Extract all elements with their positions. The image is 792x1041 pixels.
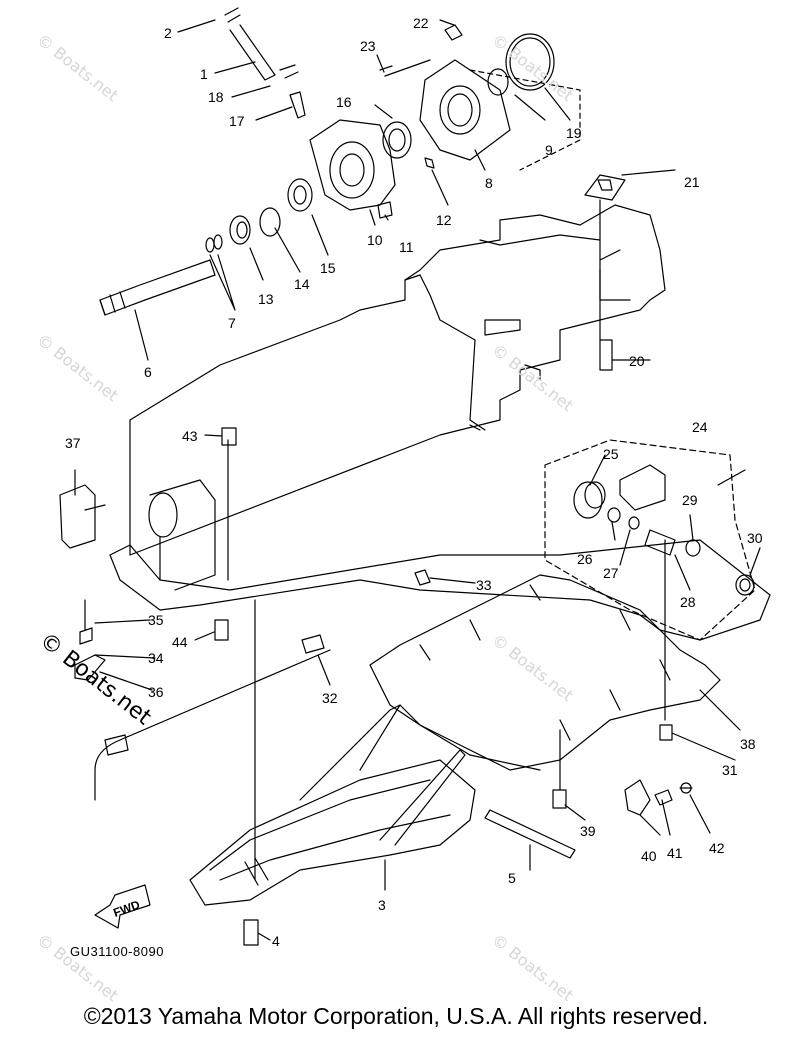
drive-shaft [99, 259, 216, 316]
callout-38: 38 [740, 736, 756, 752]
callout-18: 18 [208, 89, 224, 105]
callout-21: 21 [684, 174, 700, 190]
fwd-label: FWD [111, 897, 142, 920]
callout-29: 29 [682, 492, 698, 508]
callout-24: 24 [692, 419, 708, 435]
callout-33: 33 [476, 577, 492, 593]
jet-housing-outline [129, 204, 666, 556]
callout-43: 43 [182, 428, 198, 444]
callout-25: 25 [603, 446, 619, 462]
callout-28: 28 [680, 594, 696, 610]
callout-8: 8 [485, 175, 493, 191]
dashed-group-box [544, 439, 756, 641]
callout-30: 30 [747, 530, 763, 546]
callout-15: 15 [320, 260, 336, 276]
callout-3: 3 [378, 897, 386, 913]
callout-32: 32 [322, 690, 338, 706]
callout-4: 4 [272, 933, 280, 949]
callout-12: 12 [436, 212, 452, 228]
callout-2: 2 [164, 25, 172, 41]
callout-42: 42 [709, 840, 725, 856]
diagram-code: GU31100-8090 [70, 944, 164, 959]
callout-31: 31 [722, 762, 738, 778]
callout-16: 16 [336, 94, 352, 110]
callout-20: 20 [629, 353, 645, 369]
callout-26: 26 [577, 551, 593, 567]
callout-36: 36 [148, 684, 164, 700]
callout-44: 44 [172, 634, 188, 650]
callout-17: 17 [229, 113, 245, 129]
callout-9: 9 [545, 142, 553, 158]
fwd-arrow [94, 884, 151, 929]
callout-40: 40 [641, 848, 657, 864]
callout-39: 39 [580, 823, 596, 839]
nozzle-end [148, 492, 178, 538]
callout-11: 11 [399, 239, 414, 255]
callout-10: 10 [367, 232, 383, 248]
callout-7: 7 [228, 315, 236, 331]
callout-22: 22 [413, 15, 429, 31]
callout-1: 1 [200, 66, 208, 82]
callout-6: 6 [144, 364, 152, 380]
callout-35: 35 [148, 612, 164, 628]
intake-grate [369, 574, 721, 771]
copyright-notice: ©2013 Yamaha Motor Corporation, U.S.A. A… [83, 1003, 709, 1029]
callout-23: 23 [360, 38, 376, 54]
callout-34: 34 [148, 650, 164, 666]
callout-13: 13 [258, 291, 274, 307]
callout-5: 5 [508, 870, 516, 886]
cover-plate [419, 59, 511, 161]
lower-plate [189, 759, 476, 906]
callout-19: 19 [566, 125, 582, 141]
bearing-housing [309, 119, 396, 211]
hose [94, 649, 331, 801]
callout-27: 27 [603, 565, 619, 581]
callout-14: 14 [294, 276, 310, 292]
callout-41: 41 [667, 845, 683, 861]
callout-37: 37 [65, 435, 81, 451]
